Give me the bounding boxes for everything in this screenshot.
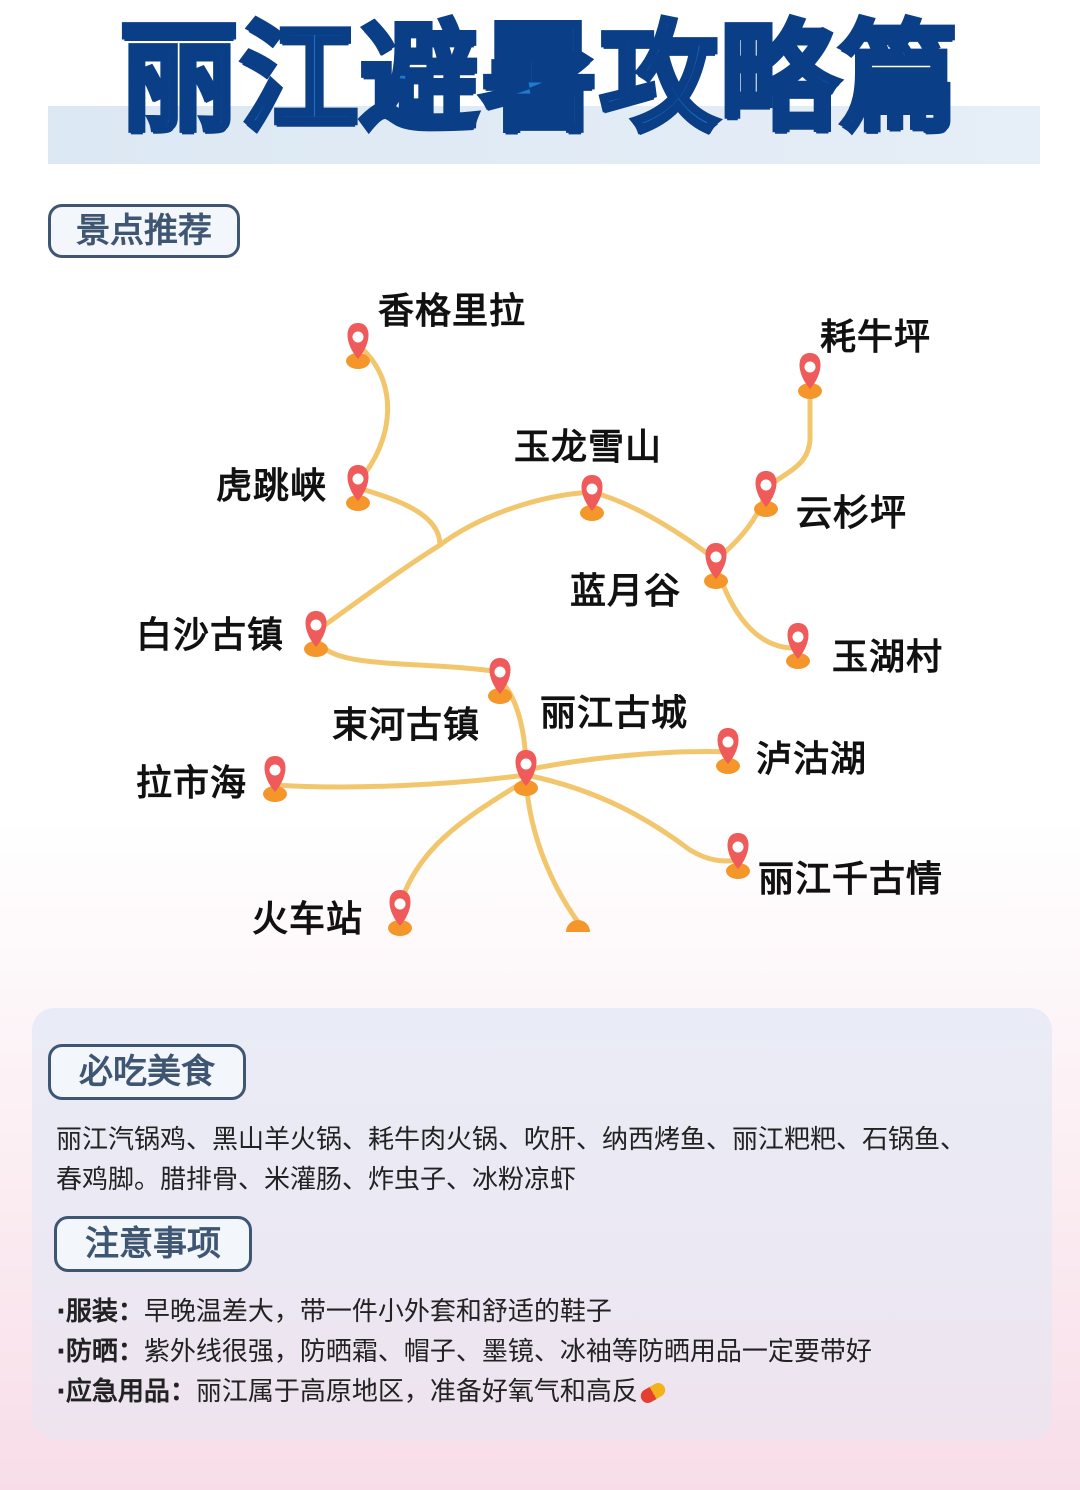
route-tiger-junction: [355, 485, 443, 548]
map-pin-icon: [514, 750, 538, 796]
place-maoniu-ping: 耗牛坪: [820, 317, 932, 358]
section-label-food-text: 必吃美食: [79, 1052, 215, 1092]
note-item-clothing: ·服装：早晚温差大，带一件小外套和舒适的鞋子: [56, 1292, 1036, 1332]
section-label-notes-text: 注意事项: [85, 1224, 221, 1264]
route-baisha-shuhe: [315, 637, 503, 675]
map-pin-icon: [263, 756, 287, 802]
route-map: [263, 323, 822, 936]
section-label-spots: 景点推荐: [48, 204, 240, 258]
note-text: 紫外线很强，防晒霜、帽子、墨镜、冰袖等防晒用品一定要带好: [143, 1337, 872, 1367]
map-pin-icon: [726, 833, 750, 879]
place-jade-dragon: 玉龙雪山: [514, 427, 663, 468]
route-oldtown-qiangu: [523, 772, 741, 864]
place-old-town: 丽江古城: [540, 693, 689, 734]
place-qiangu-qing: 丽江千古情: [758, 859, 944, 900]
route-oldtown-lashi: [272, 772, 529, 790]
note-text: 丽江属于高原地区，准备好氧气和高反: [195, 1377, 638, 1407]
place-baisha: 白沙古镇: [136, 615, 285, 656]
page-title: 丽江避暑攻略篇: [117, 9, 960, 147]
note-label: ·防晒：: [56, 1337, 144, 1367]
map-pin-icon: [304, 611, 328, 657]
pill-icon: [638, 1379, 668, 1406]
place-lugu-lake: 泸沽湖: [756, 739, 868, 780]
notes-list: ·服装：早晚温差大，带一件小外套和舒适的鞋子 ·防晒：紫外线很强，防晒霜、帽子、…: [56, 1292, 1036, 1412]
map-pin-icon: [580, 475, 604, 521]
place-shangri-la: 香格里拉: [378, 291, 527, 332]
route-oldtown-station: [397, 777, 529, 908]
route-bluemoon-yuhu: [713, 562, 801, 651]
place-lashi-lake: 拉市海: [136, 763, 248, 804]
place-station: 火车站: [252, 899, 364, 940]
place-blue-moon: 蓝月谷: [570, 571, 682, 612]
section-label-food: 必吃美食: [48, 1044, 246, 1100]
place-yuhu: 玉湖村: [832, 637, 944, 678]
map-pin-icon: [798, 353, 822, 399]
route-shangrila-tiger: [355, 342, 391, 485]
food-list: 丽江汽锅鸡、黑山羊火锅、耗牛肉火锅、吹肝、纳西烤鱼、丽江粑粑、石锅鱼、春鸡脚。腊…: [56, 1125, 967, 1195]
place-yunshan-ping: 云杉坪: [796, 493, 908, 534]
map-pin-icon: [754, 471, 778, 517]
title-band: [48, 106, 1040, 164]
route-oldtown-south: [523, 777, 581, 925]
note-text: 早晚温差大，带一件小外套和舒适的鞋子: [143, 1297, 612, 1327]
section-label-notes: 注意事项: [54, 1216, 252, 1272]
section-label-spots-text: 景点推荐: [76, 211, 212, 251]
map-pin-icon: [346, 323, 370, 369]
map-pin-icon: [704, 543, 728, 589]
place-tiger-leaping: 虎跳峡: [216, 466, 328, 507]
route-baisha-jadedragon: [315, 489, 719, 633]
map-pin-icon: [488, 658, 512, 704]
note-label: ·服装：: [56, 1297, 144, 1327]
note-label: ·应急用品：: [56, 1377, 196, 1407]
map-pin-icon: [388, 890, 412, 936]
route-end-marker: [566, 920, 590, 932]
route-oldtown-lugu: [523, 749, 731, 773]
note-item-emergency: ·应急用品：丽江属于高原地区，准备好氧气和高反: [56, 1372, 1036, 1412]
place-shuhe: 束河古镇: [332, 705, 481, 746]
note-item-sunscreen: ·防晒：紫外线很强，防晒霜、帽子、墨镜、冰袖等防晒用品一定要带好: [56, 1332, 1036, 1372]
